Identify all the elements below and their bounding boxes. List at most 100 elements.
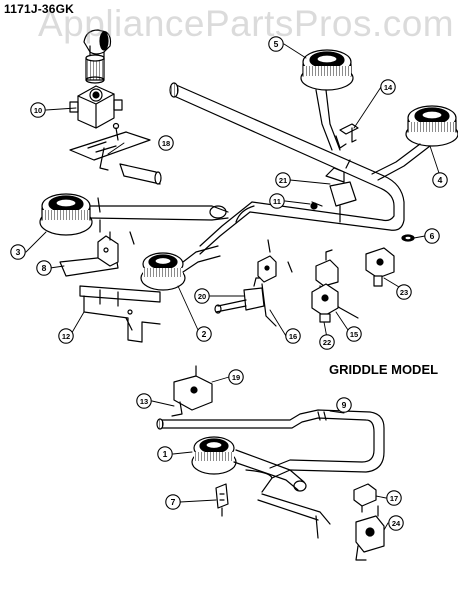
callout-20: 20 — [194, 288, 210, 304]
callout-11: 11 — [269, 193, 285, 209]
callout-number: 13 — [140, 397, 148, 406]
callout-number: 15 — [350, 330, 358, 339]
callout-number: 1 — [163, 449, 168, 459]
watermark-text: AppliancePartsPros.com — [38, 3, 455, 44]
main-manifold-pipe — [169, 82, 405, 255]
callout-6: 6 — [424, 228, 440, 244]
callout-number: 6 — [430, 231, 435, 241]
valve-22 — [311, 283, 339, 323]
callout-circle — [165, 494, 181, 510]
callout-number: 8 — [42, 263, 47, 273]
callout-14: 14 — [380, 79, 396, 95]
regulator-bracket — [69, 122, 151, 171]
valve-bracket-12 — [79, 285, 161, 343]
callout-number: 23 — [400, 288, 408, 297]
callout-number: 12 — [62, 332, 70, 341]
callout-circle — [336, 397, 352, 413]
callout-circle — [36, 260, 52, 276]
callout-number: 11 — [273, 197, 281, 206]
bracket-14 — [335, 123, 359, 149]
valve-23 — [365, 247, 395, 287]
griddle-valve-24 — [355, 505, 385, 561]
callout-circle — [386, 490, 402, 506]
callout-23: 23 — [396, 284, 412, 300]
callout-number: 10 — [34, 106, 42, 115]
callout-circle — [319, 334, 335, 350]
callout-7: 7 — [165, 494, 181, 510]
callout-number: 9 — [342, 400, 347, 410]
griddle-thermocouple-7 — [215, 483, 229, 517]
griddle-burner-1 — [191, 436, 307, 492]
callout-18: 18 — [158, 135, 174, 151]
callout-circle — [380, 79, 396, 95]
callout-number: 7 — [171, 497, 176, 507]
burner-5 — [300, 49, 354, 151]
callout-number: 2 — [202, 329, 207, 339]
callout-circle — [228, 369, 244, 385]
pipe-nipple — [85, 54, 105, 84]
callout-number: 5 — [274, 39, 279, 49]
hardware-screws — [97, 197, 293, 273]
valve-bracket-8 — [59, 219, 119, 277]
manifold-pipe-short — [119, 163, 162, 185]
callout-circle — [432, 172, 448, 188]
callout-circle — [275, 172, 291, 188]
griddle-rail — [257, 493, 331, 539]
callout-circle — [196, 326, 212, 342]
callout-circle — [396, 284, 412, 300]
callout-circle — [10, 244, 26, 260]
griddle-valve-bracket-19 — [171, 365, 213, 417]
callout-number: 14 — [384, 83, 393, 92]
griddle-model-label: GRIDDLE MODEL — [329, 362, 439, 377]
callout-circle — [285, 328, 301, 344]
callout-number: 19 — [232, 373, 240, 382]
callout-10: 10 — [30, 102, 46, 118]
callout-12: 12 — [58, 328, 74, 344]
callout-number: 16 — [289, 332, 297, 341]
callout-circle — [194, 288, 210, 304]
callout-circle — [30, 102, 46, 118]
gasket-6 — [401, 234, 415, 242]
callout-number: 24 — [392, 519, 401, 528]
callout-circle — [136, 393, 152, 409]
callout-circle — [158, 135, 174, 151]
callout-21: 21 — [275, 172, 291, 188]
callout-number: 20 — [198, 292, 206, 301]
callout-22: 22 — [319, 334, 335, 350]
griddle-manifold-pipe — [156, 409, 385, 493]
callout-circle — [424, 228, 440, 244]
elbow-fitting — [83, 29, 112, 61]
screw-11 — [310, 201, 323, 210]
callout-number: 18 — [162, 139, 170, 148]
callout-circle — [388, 515, 404, 531]
callout-number: 21 — [279, 176, 287, 185]
callout-9: 9 — [336, 397, 352, 413]
callout-16: 16 — [285, 328, 301, 344]
callout-circle — [269, 193, 285, 209]
callout-3: 3 — [10, 244, 26, 260]
callout-number: 22 — [323, 338, 331, 347]
callout-8: 8 — [36, 260, 52, 276]
callout-2: 2 — [196, 326, 212, 342]
callout-15: 15 — [346, 326, 362, 342]
burner-3 — [39, 193, 229, 236]
burner-4 — [371, 105, 458, 181]
callout-number: 3 — [16, 247, 21, 257]
pressure-regulator — [69, 85, 123, 129]
callout-number: 17 — [390, 494, 398, 503]
callout-24: 24 — [388, 515, 404, 531]
callout-circle — [157, 446, 173, 462]
callout-17: 17 — [386, 490, 402, 506]
model-number-title: 1171J-36GK — [4, 2, 75, 16]
callout-4: 4 — [432, 172, 448, 188]
valve-21 — [325, 159, 357, 223]
callout-19: 19 — [228, 369, 244, 385]
griddle-bracket-17 — [353, 483, 377, 513]
leader-lines — [25, 43, 441, 531]
callout-circle — [58, 328, 74, 344]
callout-1: 1 — [157, 446, 173, 462]
burner-2 — [140, 245, 221, 291]
valve-20 — [214, 277, 265, 314]
